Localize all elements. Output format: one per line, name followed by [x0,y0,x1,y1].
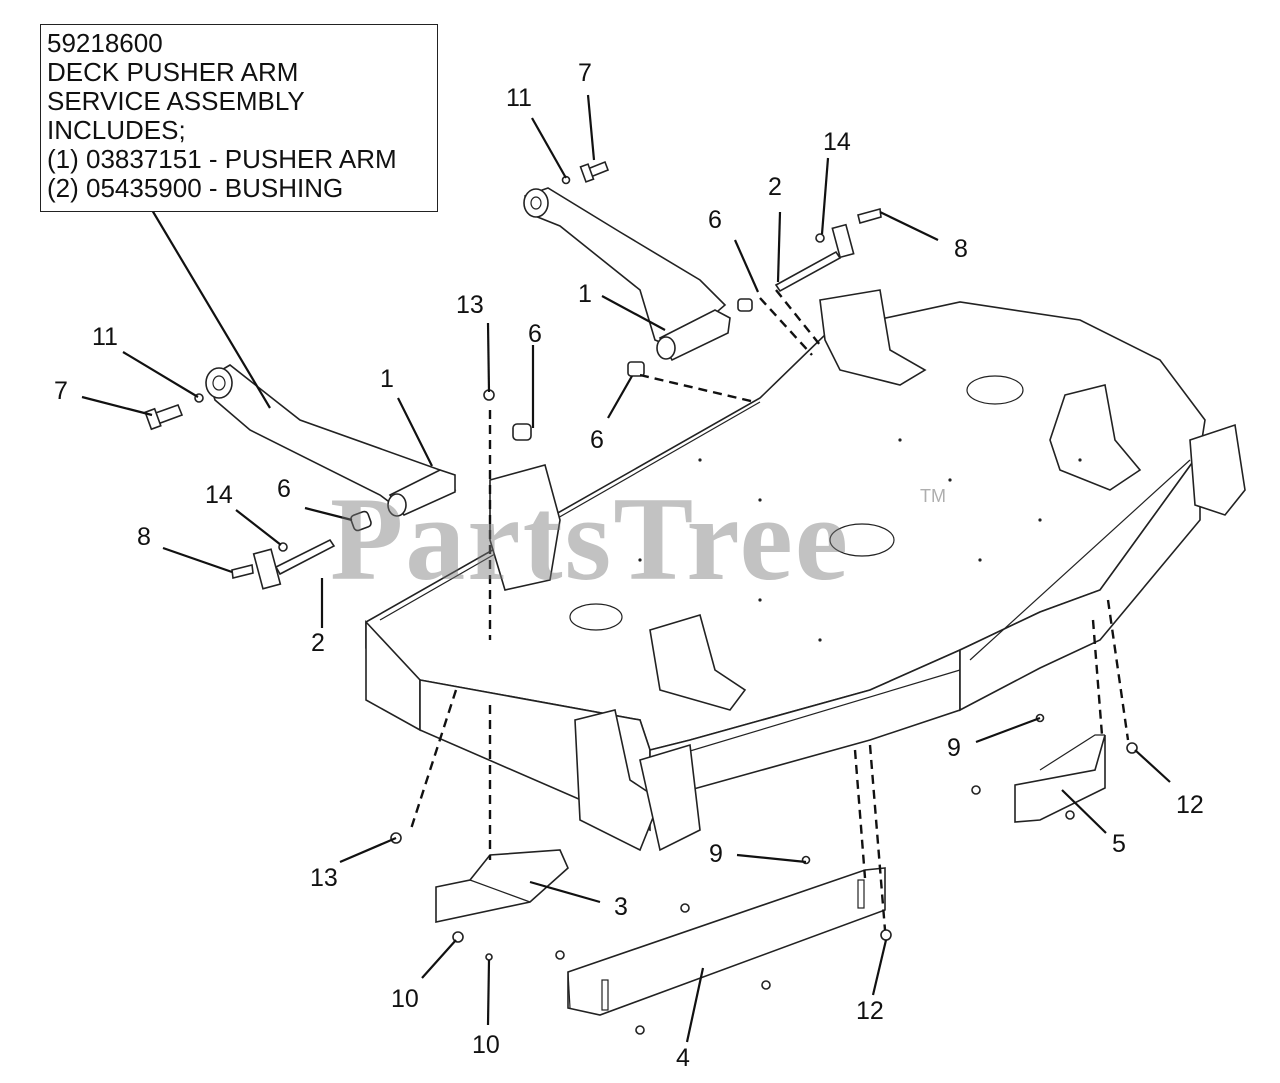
callout-labels: 1 1 2 2 3 4 5 6 6 6 6 7 7 8 8 9 9 10 10 … [54,59,1204,1072]
bolt-7-right [579,160,610,183]
nut-12-lower [880,929,892,941]
callout-5: 5 [1112,830,1126,858]
bushing-6-lower [627,361,645,377]
bushing-6-left [350,510,372,532]
fastener [971,785,981,795]
fastener [635,1025,645,1035]
callout-2-right: 2 [768,173,782,201]
callout-14-left: 14 [205,481,233,509]
bolt-8-right [857,207,882,224]
callout-13-upper: 13 [456,291,484,319]
note-line-bushing: (2) 05435900 - BUSHING [47,173,344,203]
callout-1-right: 1 [578,280,592,308]
pin-10-left [452,931,464,943]
callout-6-left: 6 [277,475,291,503]
callout-10-right: 10 [472,1031,500,1059]
callout-12-right: 12 [1176,791,1204,819]
callout-14-right: 14 [823,128,851,156]
callout-8-left: 8 [137,523,151,551]
note-line-subtitle: SERVICE ASSEMBLY [47,86,305,116]
callout-8-right: 8 [954,235,968,263]
callout-6-upper: 6 [708,206,722,234]
pin-10-right [485,953,493,961]
callout-6-center: 6 [528,320,542,348]
assembly-dashed-lines [408,289,1130,931]
fastener [555,950,565,960]
note-line-pusher-arm: (1) 03837151 - PUSHER ARM [47,144,397,174]
bolt-7-left [144,403,184,431]
callout-6-lower: 6 [590,426,604,454]
bracket-3 [435,849,569,923]
note-line-part-number: 59218600 [47,28,163,58]
callout-11-left: 11 [92,323,118,351]
note-line-title: DECK PUSHER ARM [47,57,299,87]
leader-lines [81,94,1171,1043]
mower-deck [365,289,1246,852]
callout-4: 4 [676,1044,690,1072]
callout-2-left: 2 [311,629,325,657]
callout-7-right: 7 [578,59,592,87]
callout-10-left: 10 [391,985,419,1013]
callout-9-right: 9 [947,734,961,762]
callout-13-lower: 13 [310,864,338,892]
pusher-arm-left [205,364,457,517]
callout-11-right: 11 [506,84,532,112]
plate-5 [1014,734,1106,823]
bushing-6-center [512,423,532,441]
bushing-6-upper [737,298,753,312]
trademark-mark: TM [920,486,946,506]
pin-2-right [774,223,855,293]
callout-1-left: 1 [380,365,394,393]
callout-3: 3 [614,893,628,921]
plate-4 [567,867,886,1016]
callout-7-left: 7 [54,377,68,405]
fastener [1065,810,1075,820]
note-line-includes: INCLUDES; [47,115,186,145]
callout-9-lower: 9 [709,840,723,868]
fastener [761,980,771,990]
fastener [680,903,690,913]
nut-14-right [815,233,825,243]
service-assembly-note: 59218600 DECK PUSHER ARM SERVICE ASSEMBL… [40,24,438,212]
callout-12-lower: 12 [856,997,884,1025]
pin-2-left [252,538,336,590]
nut-12-right [1126,742,1138,754]
pusher-arm-right [523,187,731,362]
bolt-8-left [231,564,254,579]
